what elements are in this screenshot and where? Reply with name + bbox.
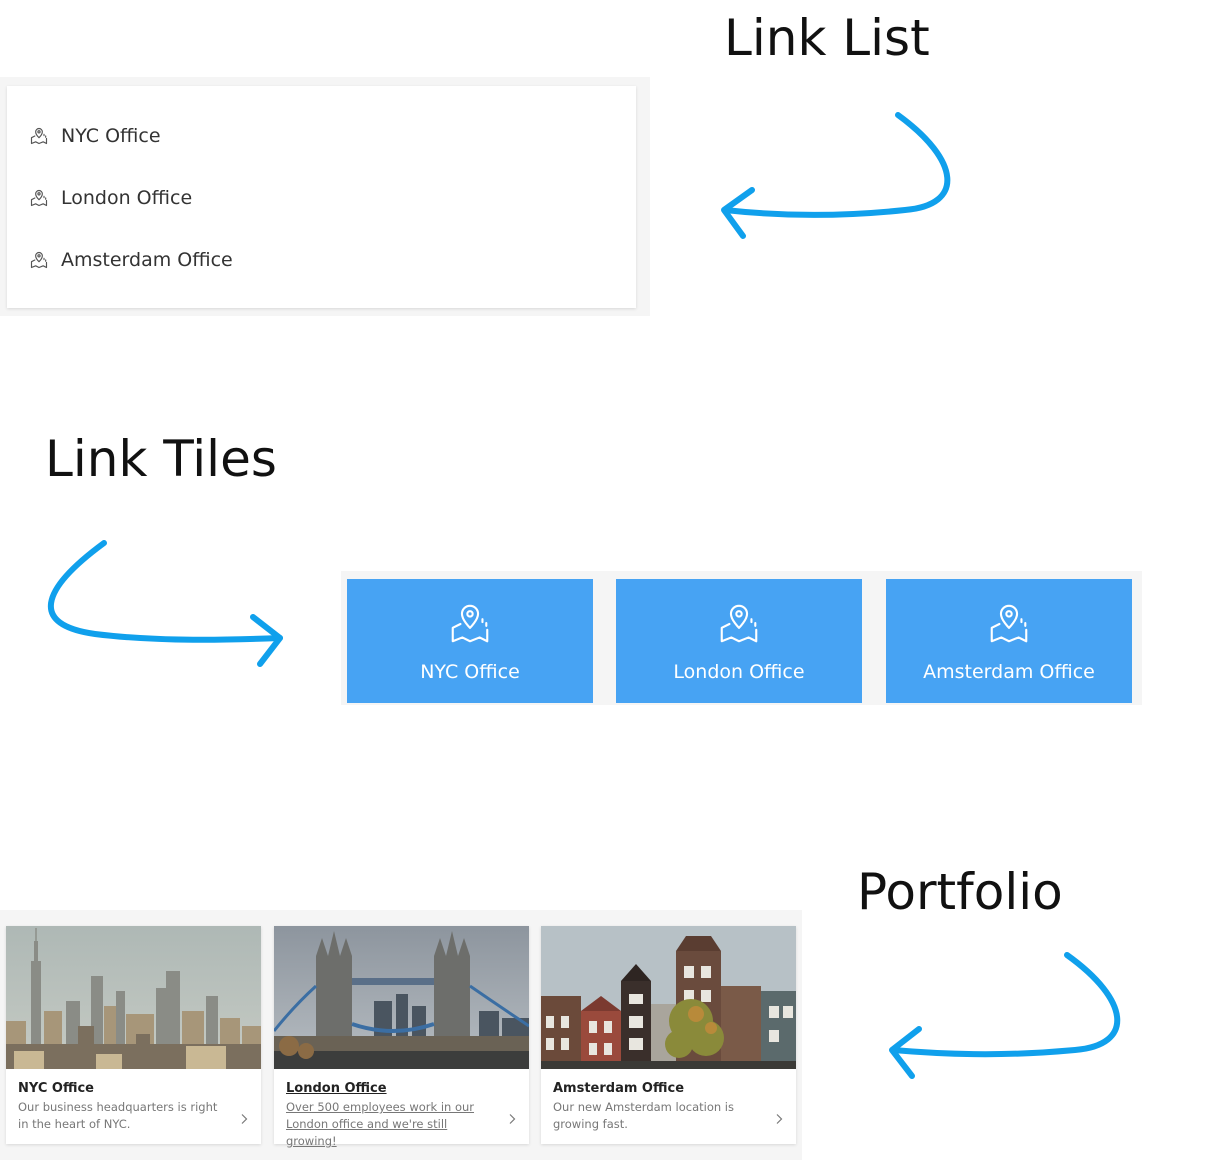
link-list-card: NYC Office London Office Amsterdam Offic… (7, 86, 636, 308)
link-tile-amsterdam[interactable]: Amsterdam Office (886, 579, 1132, 703)
portfolio-card-title: London Office (286, 1081, 387, 1096)
portfolio-card-title: Amsterdam Office (553, 1081, 685, 1096)
link-list-label: London Office (61, 187, 193, 209)
portfolio-card-amsterdam[interactable]: Amsterdam Office Our new Amsterdam locat… (541, 926, 796, 1144)
link-tile-nyc[interactable]: NYC Office (347, 579, 593, 703)
link-list-heading: Link List (724, 9, 930, 67)
portfolio-card-body: NYC Office Our business headquarters is … (6, 1069, 261, 1133)
link-list-item-london[interactable]: London Office (7, 167, 636, 229)
portfolio-card-body: London Office Over 500 employees work in… (274, 1069, 529, 1150)
map-pin-icon (716, 601, 762, 647)
link-tile-london[interactable]: London Office (616, 579, 862, 703)
nyc-skyline-photo (6, 926, 261, 1069)
portfolio-card-body: Amsterdam Office Our new Amsterdam locat… (541, 1069, 796, 1133)
map-pin-icon (986, 601, 1032, 647)
link-list-label: Amsterdam Office (61, 249, 233, 271)
chevron-right-icon (776, 1114, 783, 1124)
map-pin-icon (29, 126, 49, 146)
link-tiles-heading: Link Tiles (45, 430, 277, 488)
link-tile-label: Amsterdam Office (923, 661, 1095, 683)
map-pin-icon (29, 250, 49, 270)
map-pin-icon (447, 601, 493, 647)
portfolio-card-title: NYC Office (18, 1081, 94, 1096)
map-pin-icon (29, 188, 49, 208)
portfolio-card-description: Our new Amsterdam location is growing fa… (553, 1100, 734, 1131)
link-tiles-panel: NYC Office London Office Amsterdam Offic… (341, 571, 1142, 705)
link-list-label: NYC Office (61, 125, 161, 147)
chevron-right-icon (241, 1114, 248, 1124)
chevron-right-icon (509, 1114, 516, 1124)
link-list-item-amsterdam[interactable]: Amsterdam Office (7, 229, 636, 291)
link-tile-label: NYC Office (420, 661, 520, 683)
link-tile-label: London Office (673, 661, 805, 683)
amsterdam-canal-houses-photo (541, 926, 796, 1069)
portfolio-card-description: Over 500 employees work in our London of… (286, 1100, 475, 1148)
link-list-item-nyc[interactable]: NYC Office (7, 118, 636, 154)
link-list-panel: NYC Office London Office Amsterdam Offic… (0, 77, 650, 316)
portfolio-heading: Portfolio (857, 863, 1063, 921)
portfolio-card-nyc[interactable]: NYC Office Our business headquarters is … (6, 926, 261, 1144)
tower-bridge-photo (274, 926, 529, 1069)
portfolio-card-description: Our business headquarters is right in th… (18, 1100, 218, 1131)
portfolio-card-london[interactable]: London Office Over 500 employees work in… (274, 926, 529, 1148)
portfolio-panel: NYC Office Our business headquarters is … (0, 910, 802, 1160)
